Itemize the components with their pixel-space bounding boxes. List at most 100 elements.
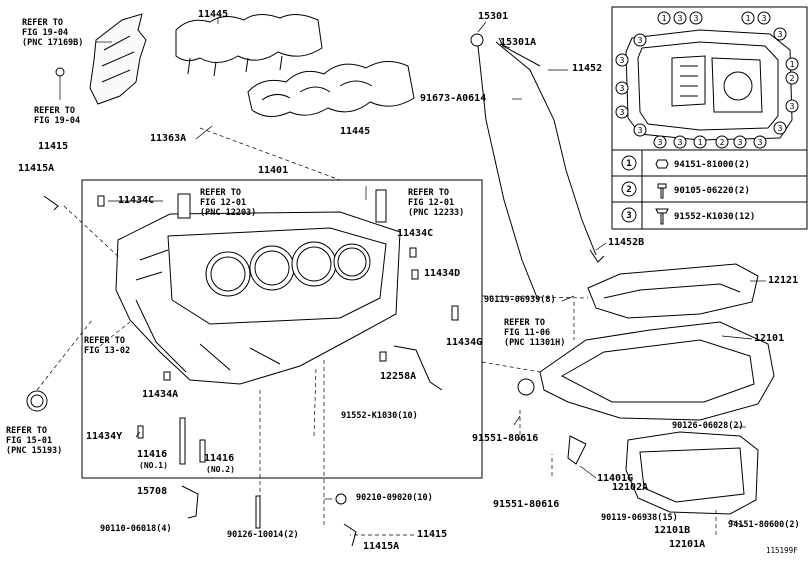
legend-callout-number: 1 xyxy=(790,60,795,69)
part-label-11416_2: 11416 xyxy=(204,453,235,464)
legend-part-3: 91552-K1030(12) xyxy=(674,212,755,222)
refer-line: FIG 19-04 xyxy=(22,28,69,38)
legend-callout-number: 1 xyxy=(746,14,751,23)
legend-callout-circle xyxy=(653,135,667,149)
legend-callout-circle xyxy=(741,11,755,25)
legend-callout-number: 2 xyxy=(720,138,725,147)
part-label-11434C_a: 11434C xyxy=(118,195,155,206)
refer-line: (PNC 12203) xyxy=(200,208,257,218)
legend-callout-circle xyxy=(673,135,687,149)
part-label-12258A: 12258A xyxy=(380,371,417,382)
legend-callout-circle xyxy=(785,57,799,71)
engine-block-frame xyxy=(81,179,483,479)
legend-callout-circle xyxy=(773,121,787,135)
oil-level-gauge xyxy=(470,33,605,301)
legend-num-2: 2 xyxy=(626,185,631,195)
legend-callout-number: 3 xyxy=(762,14,767,23)
legend-callout-number: 3 xyxy=(678,138,683,147)
legend-callout-number: 3 xyxy=(678,14,683,23)
bank-insulator-parts xyxy=(175,14,415,117)
legend-callout-circle xyxy=(753,135,767,149)
legend-callout-circle xyxy=(673,11,687,25)
refer-line: (PNC 15193) xyxy=(6,446,63,456)
part-label-11452B: 11452B xyxy=(608,237,645,248)
part-label-94151_2: 94151-80600(2) xyxy=(728,520,800,530)
legend-callout-circle xyxy=(633,33,647,47)
part-label-12101A: 12101A xyxy=(669,539,706,550)
legend-callout-circle xyxy=(733,135,747,149)
part-label-11415A_bot: 11415A xyxy=(363,541,400,552)
legend-callout-number: 3 xyxy=(620,84,625,93)
refer-line: REFER TO xyxy=(408,188,449,198)
refer-line: FIG 13-02 xyxy=(84,346,131,356)
part-label-91551_a: 91551-80616 xyxy=(472,433,539,444)
legend-callout-number: 3 xyxy=(638,126,643,135)
legend-callout-circle xyxy=(757,11,771,25)
legend-callout-number: 3 xyxy=(638,36,643,45)
refer-line: REFER TO xyxy=(34,106,75,116)
legend-callout-number: 3 xyxy=(620,56,625,65)
legend-callout-circle xyxy=(615,81,629,95)
legend-callout-circle xyxy=(693,135,707,149)
legend-callout-circle xyxy=(633,123,647,137)
legend-callout-circle xyxy=(715,135,729,149)
part-label-11415_bot: 11415 xyxy=(417,529,448,540)
legend-callout-number: 3 xyxy=(658,138,663,147)
refer-line: FIG 19-04 xyxy=(34,116,81,126)
part-label-11434A: 11434A xyxy=(142,389,179,400)
part-label-90126_10014: 90126-10014(2) xyxy=(227,530,299,540)
part-label-11434C_b: 11434C xyxy=(397,228,434,239)
part-label-11452: 11452 xyxy=(572,63,603,74)
part-label-11445_bot: 11445 xyxy=(340,126,371,137)
legend-callout-number: 3 xyxy=(620,108,625,117)
part-label-90119_8: 90119-06939(8) xyxy=(484,295,556,305)
part-label-91673: 91673-A0614 xyxy=(420,93,487,104)
bolt-icon xyxy=(657,183,667,199)
legend-callout-number: 3 xyxy=(758,138,763,147)
legend-part-1: 94151-81000(2) xyxy=(674,160,750,170)
refer-line: (PNC 12233) xyxy=(408,208,465,218)
refer-line: FIG 15-01 xyxy=(6,436,53,446)
callout-1-icon xyxy=(621,155,637,171)
callout-2-icon xyxy=(621,181,637,197)
bolt-legend-frame xyxy=(611,6,808,230)
part-label-11434D: 11434D xyxy=(424,268,461,279)
part-label-11416_1n: (NO.1) xyxy=(139,461,168,470)
refer-line: (PNC 11301H) xyxy=(504,338,566,348)
legend-num-1: 1 xyxy=(626,159,631,169)
part-label-15708: 15708 xyxy=(137,486,168,497)
part-label-90110: 90110-06018(4) xyxy=(100,524,172,534)
part-label-corner: 115199F xyxy=(766,546,798,555)
legend-part-2: 90105-06220(2) xyxy=(674,186,750,196)
part-label-11415A_top: 11415A xyxy=(18,163,55,174)
part-label-12121: 12121 xyxy=(768,275,799,286)
callout-3-icon xyxy=(621,207,637,223)
part-label-11363A: 11363A xyxy=(150,133,187,144)
oil-pan-sub-assy xyxy=(517,263,775,421)
part-label-90126_2: 90126-06028(2) xyxy=(672,421,744,431)
part-label-15301: 15301 xyxy=(478,11,509,22)
refer-line: REFER TO xyxy=(6,426,47,436)
legend-callout-number: 3 xyxy=(790,102,795,111)
part-label-12102A: 12102A xyxy=(612,482,649,493)
legend-callout-number: 1 xyxy=(698,138,703,147)
legend-callout-number: 3 xyxy=(738,138,743,147)
refer-line: REFER TO xyxy=(84,336,125,346)
part-label-12101_a: 12101 xyxy=(754,333,785,344)
legend-callout-number: 2 xyxy=(790,74,795,83)
refer-line: FIG 12-01 xyxy=(200,198,247,208)
refer-line: REFER TO xyxy=(504,318,545,328)
nut-icon xyxy=(655,159,669,169)
part-label-90210: 90210-09020(10) xyxy=(356,493,433,503)
part-label-11401: 11401 xyxy=(258,165,289,176)
legend-icons xyxy=(621,155,669,225)
legend-callout-circle xyxy=(785,71,799,85)
